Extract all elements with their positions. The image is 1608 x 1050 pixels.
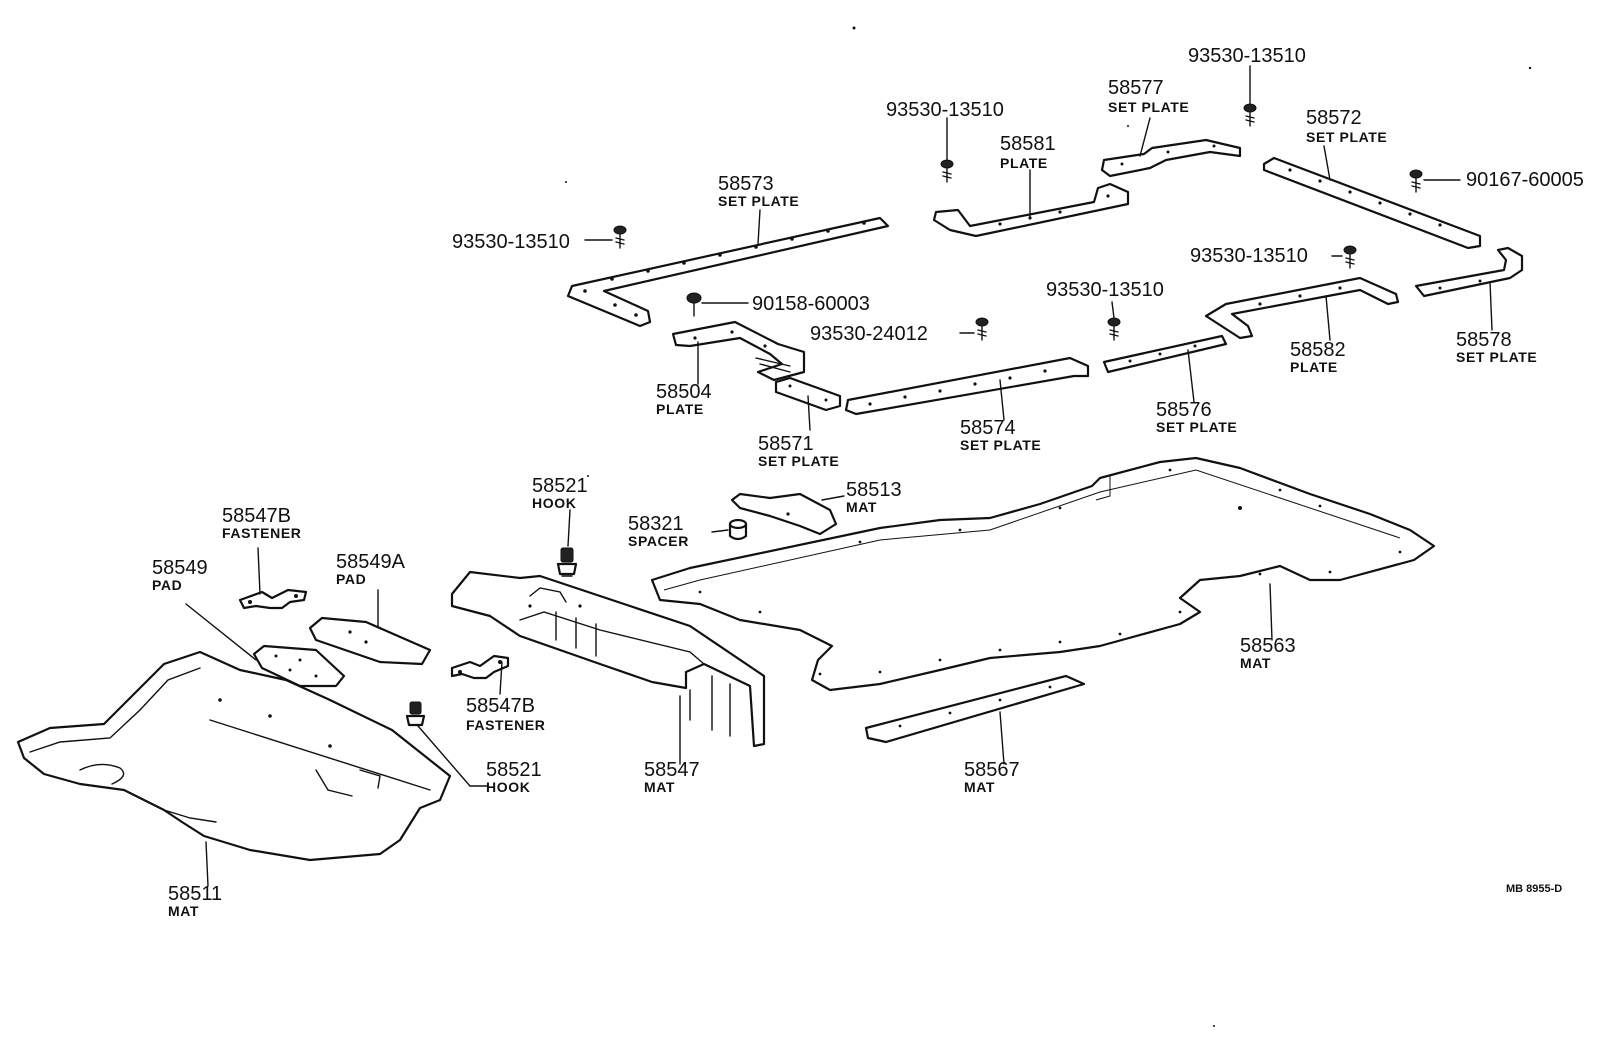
part-name-label: SET PLATE	[960, 437, 1041, 453]
part-number-label: 93530-13510	[1046, 279, 1164, 301]
part-name-label: SET PLATE	[1306, 129, 1387, 145]
hook-58521-shape[interactable]	[405, 701, 426, 727]
part-number-label: 93530-13510	[886, 99, 1004, 121]
fastener-58547B-shape[interactable]	[450, 654, 510, 680]
screw-icon[interactable]	[1107, 317, 1121, 341]
part-name-label: PLATE	[656, 401, 704, 417]
part-name-label: PAD	[152, 577, 182, 593]
screw-icon[interactable]	[1243, 103, 1257, 127]
part-number-label: 58521	[486, 759, 542, 781]
part-name-label: MAT	[964, 779, 995, 795]
set-plate-58576-shape[interactable]	[1102, 334, 1228, 374]
part-name-label: MAT	[846, 499, 877, 515]
part-number-label: 58571	[758, 433, 814, 455]
set-plate-58573-shape[interactable]	[566, 216, 890, 328]
set-plate-58574-shape[interactable]	[844, 356, 1090, 416]
part-name-label: PLATE	[1000, 155, 1048, 171]
mat-58511-shape[interactable]	[16, 650, 452, 862]
part-number-label: 58321	[628, 513, 684, 535]
plate-58581-shape[interactable]	[932, 182, 1130, 238]
part-labels: 93530-13510 58577 SET PLATE 93530-13510 …	[152, 45, 1584, 919]
part-name-label: PLATE	[1290, 359, 1338, 375]
part-number-label: 93530-13510	[452, 231, 570, 253]
part-number-label: 93530-13510	[1190, 245, 1308, 267]
part-name-label: SET PLATE	[1108, 99, 1189, 115]
part-number-label: 58521	[532, 475, 588, 497]
part-number-label: 58573	[718, 173, 774, 195]
bolt-icon[interactable]	[686, 292, 702, 317]
part-number-label: 90167-60005	[1466, 169, 1584, 191]
part-number-label: 58547	[644, 759, 700, 781]
part-name-label: SET PLATE	[758, 453, 839, 469]
part-number-label: 58513	[846, 479, 902, 501]
mat-58567-shape[interactable]	[864, 674, 1086, 744]
part-name-label: HOOK	[532, 495, 576, 511]
part-number-label: 58574	[960, 417, 1016, 439]
hook-58521-shape[interactable]	[556, 547, 578, 577]
screw-icon[interactable]	[613, 225, 627, 249]
part-number-label: 58577	[1108, 77, 1164, 99]
part-name-label: MAT	[1240, 655, 1271, 671]
part-name-label: HOOK	[486, 779, 530, 795]
part-number-label: 90158-60003	[752, 293, 870, 315]
leader-lines	[185, 65, 1493, 887]
set-plate-58571-shape[interactable]	[774, 376, 842, 412]
set-plate-58577-shape[interactable]	[1100, 138, 1242, 178]
set-plate-58578-shape[interactable]	[1414, 246, 1524, 298]
part-name-label: SET PLATE	[1156, 419, 1237, 435]
part-number-label: 58567	[964, 759, 1020, 781]
part-name-label: SPACER	[628, 533, 689, 549]
part-name-label: MAT	[168, 903, 199, 919]
part-number-label: 58547B	[222, 505, 291, 527]
part-number-label: 58504	[656, 381, 712, 403]
plate-58582-shape[interactable]	[1204, 276, 1400, 340]
part-number-label: 93530-13510	[1188, 45, 1306, 67]
part-name-label: SET PLATE	[1456, 349, 1537, 365]
part-number-label: 58563	[1240, 635, 1296, 657]
part-number-label: 58549A	[336, 551, 406, 573]
part-number-label: 58549	[152, 557, 208, 579]
part-name-label: MAT	[644, 779, 675, 795]
screw-icon[interactable]	[975, 317, 989, 341]
spacer-58321-shape[interactable]	[728, 518, 748, 541]
part-number-label: 58576	[1156, 399, 1212, 421]
part-number-label: 58547B	[466, 695, 535, 717]
part-name-label: PAD	[336, 571, 366, 587]
part-number-label: 58582	[1290, 339, 1346, 361]
part-number-label: 93530-24012	[810, 323, 928, 345]
part-number-label: 58578	[1456, 329, 1512, 351]
scan-specks	[565, 26, 1532, 1027]
plate-58504-shape[interactable]	[671, 320, 806, 382]
part-name-label: SET PLATE	[718, 193, 799, 209]
set-plate-58572-shape[interactable]	[1262, 156, 1482, 250]
screw-icon[interactable]	[1409, 169, 1423, 193]
pad-58549-shape[interactable]	[252, 644, 346, 688]
diagram-reference-code: MB 8955-D	[1506, 883, 1562, 895]
mat-58513-shape[interactable]	[730, 492, 838, 536]
screw-icon[interactable]	[940, 159, 954, 183]
part-number-label: 58511	[168, 883, 222, 905]
pad-58549A-shape[interactable]	[308, 616, 432, 666]
part-name-label: FASTENER	[466, 717, 545, 733]
screw-icon[interactable]	[1343, 245, 1357, 269]
mat-58547-shape[interactable]	[450, 570, 766, 748]
part-name-label: FASTENER	[222, 525, 301, 541]
part-number-label: 58581	[1000, 133, 1056, 155]
mat-58563-shape[interactable]	[650, 456, 1436, 692]
fastener-58547B-shape[interactable]	[238, 588, 308, 610]
part-number-label: 58572	[1306, 107, 1362, 129]
